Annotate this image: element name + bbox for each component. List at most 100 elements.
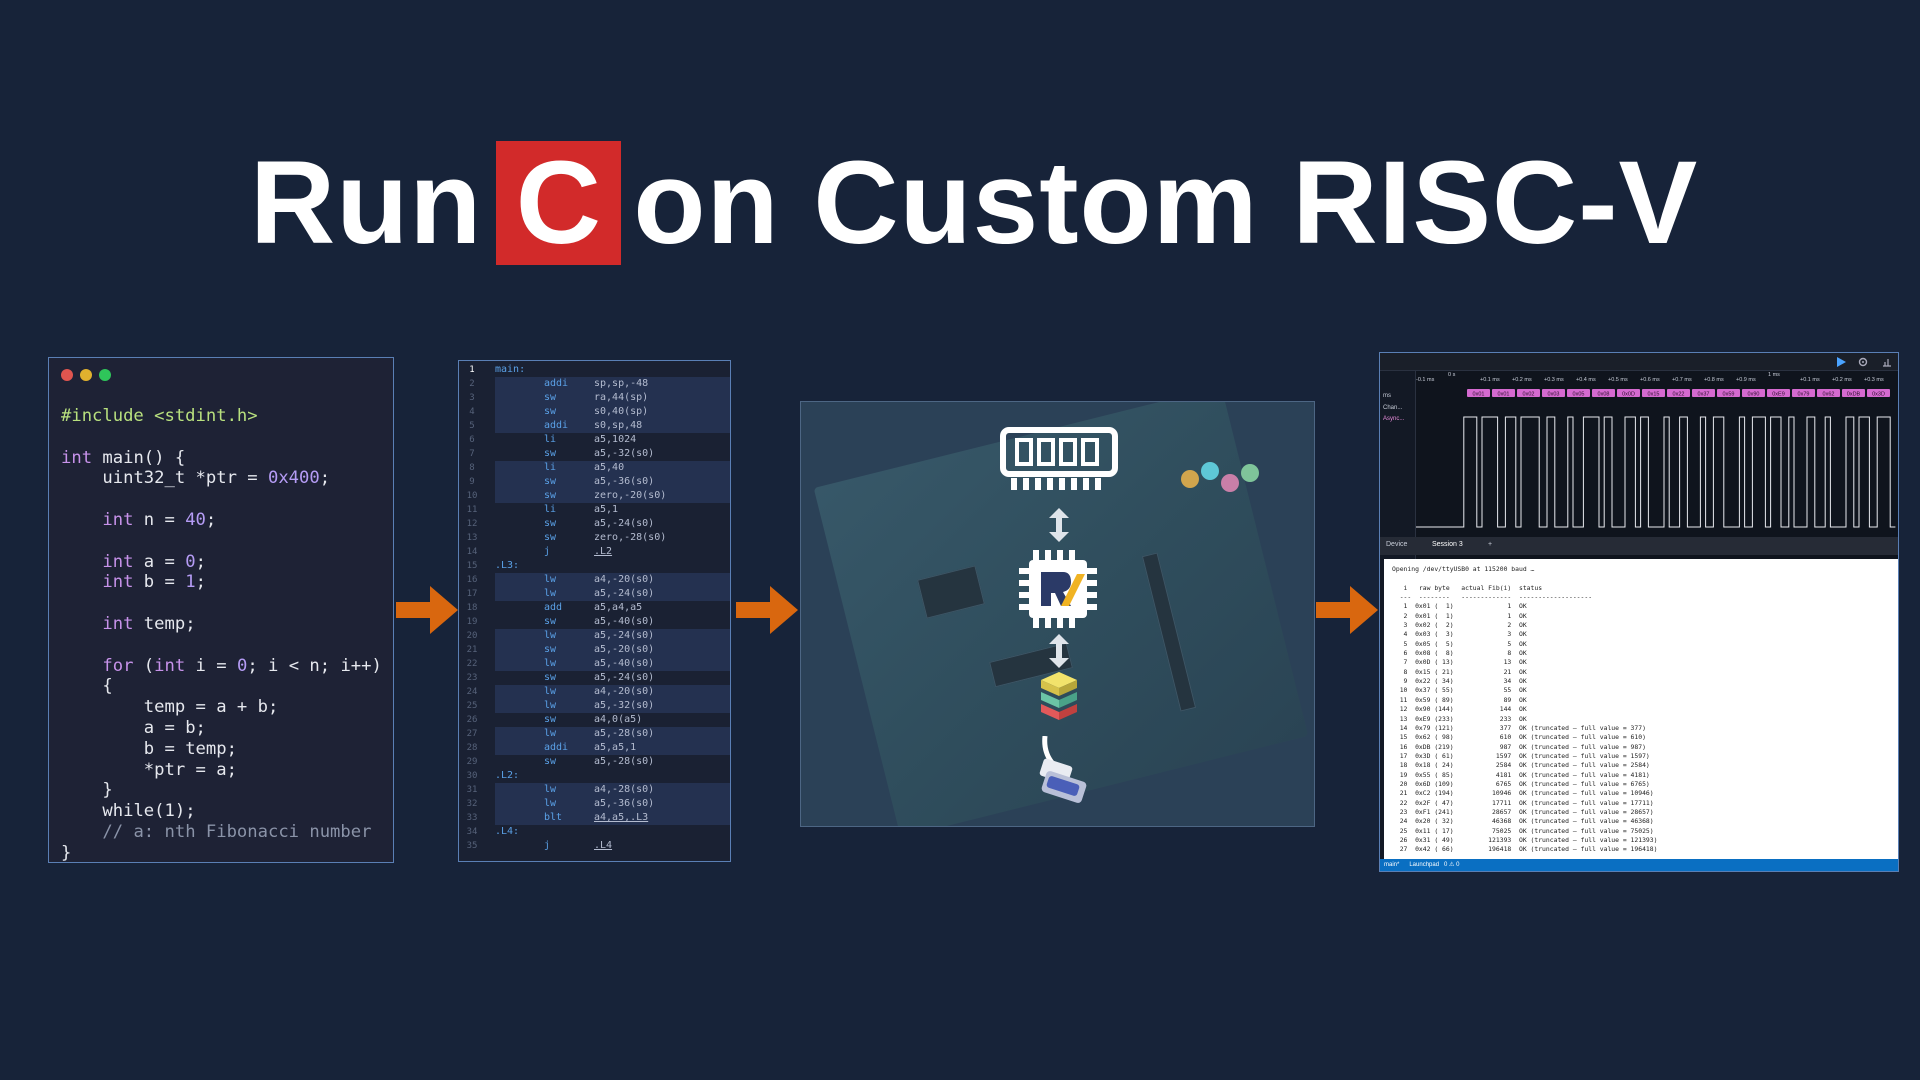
decoded-byte[interactable]: 0x79 xyxy=(1792,389,1815,398)
terminal-row: 13 0xE9 (233) 233 OK xyxy=(1392,714,1527,723)
gear-icon[interactable] xyxy=(1858,357,1868,367)
decoded-byte[interactable]: 0x15 xyxy=(1642,389,1665,398)
asm-operands: a4,a5,.L3 xyxy=(594,812,649,823)
code-line: uint32_t *ptr = xyxy=(102,468,268,489)
arrow-right-icon xyxy=(736,586,798,634)
line-number: 25 xyxy=(466,701,478,711)
terminal-row: 18 0x18 ( 24) 2584 OK (truncated – full … xyxy=(1392,761,1650,770)
code-number: 40 xyxy=(185,509,206,530)
asm-operands: a5,-28(s0) xyxy=(594,756,655,767)
asm-operands: a5,a5,1 xyxy=(594,742,637,753)
serial-signal-trace xyxy=(1416,416,1896,528)
chart-icon[interactable] xyxy=(1882,357,1892,367)
decoded-byte[interactable]: 0x03 xyxy=(1542,389,1565,398)
terminal-output[interactable]: Opening /dev/ttyUSB0 at 115200 baud … i … xyxy=(1384,559,1898,859)
decoded-byte[interactable]: 0x02 xyxy=(1517,389,1540,398)
decoded-byte[interactable]: 0x05 xyxy=(1567,389,1590,398)
table-header: i raw byte actual Fib(i) status xyxy=(1392,583,1543,592)
decoded-byte[interactable]: 0x0D xyxy=(1617,389,1640,398)
asm-label: .L3: xyxy=(495,560,520,571)
minimize-dot-icon[interactable] xyxy=(80,369,92,381)
tab-session[interactable]: Session 3 xyxy=(1432,541,1463,548)
asm-opcode: j xyxy=(544,546,551,557)
code-number: 0x400 xyxy=(267,468,320,489)
line-number: 6 xyxy=(469,435,475,445)
play-icon[interactable] xyxy=(1836,357,1846,367)
terminal-row: 5 0x05 ( 5) 5 OK xyxy=(1392,639,1527,648)
asm-operands: s0,sp,48 xyxy=(594,420,643,431)
asm-opcode: addi xyxy=(544,742,569,753)
asm-operands: a5,-32(s0) xyxy=(594,700,655,711)
decoded-byte[interactable]: 0x90 xyxy=(1742,389,1765,398)
asm-opcode: sw xyxy=(544,448,557,459)
asm-operands: a5,-36(s0) xyxy=(594,798,655,809)
decoded-byte[interactable]: 0x22 xyxy=(1667,389,1690,398)
line-number: 28 xyxy=(466,743,478,753)
decoded-byte[interactable]: 0x3D xyxy=(1867,389,1890,398)
time-tick-label: +0.3 ms xyxy=(1864,377,1884,383)
line-number: 24 xyxy=(466,687,478,697)
time-tick-label: +0.1 ms xyxy=(1800,377,1820,383)
maximize-dot-icon[interactable] xyxy=(99,369,111,381)
time-tick-label: +0.4 ms xyxy=(1576,377,1596,383)
asm-operands: a5,-24(s0) xyxy=(594,630,655,641)
line-number: 34 xyxy=(466,827,478,837)
asm-operands: a5,-32(s0) xyxy=(594,448,655,459)
time-tick-label: +0.7 ms xyxy=(1672,377,1692,383)
async-serial-label[interactable]: Async... xyxy=(1383,416,1405,422)
terminal-tabbar: Device Session 3 + xyxy=(1380,537,1898,555)
asm-operands: a5,1 xyxy=(594,504,619,515)
asm-label: main: xyxy=(495,364,526,375)
terminal-row: 19 0x55 ( 85) 4181 OK (truncated – full … xyxy=(1392,770,1650,779)
asm-operands: a5,-24(s0) xyxy=(594,588,655,599)
line-number: 4 xyxy=(469,407,475,417)
decoded-byte[interactable]: 0x37 xyxy=(1692,389,1715,398)
code-number: 0 xyxy=(236,655,248,676)
channel-label[interactable]: Chan... xyxy=(1383,405,1403,411)
terminal-row: 21 0xC2 (194) 10946 OK (truncated – full… xyxy=(1392,789,1654,798)
decoded-byte[interactable]: 0x59 xyxy=(1717,389,1740,398)
asm-opcode: sw xyxy=(544,644,557,655)
code-line: a = b; xyxy=(143,717,206,738)
close-dot-icon[interactable] xyxy=(61,369,73,381)
time-tick-label: +0.3 ms xyxy=(1544,377,1564,383)
terminal-row: 8 0x15 ( 21) 21 OK xyxy=(1392,667,1527,676)
asm-opcode: sw xyxy=(544,518,557,529)
asm-operands: a4,-20(s0) xyxy=(594,686,655,697)
decoded-byte[interactable]: 0x62 xyxy=(1817,389,1840,398)
analyzer-toolbar xyxy=(1380,353,1898,371)
decoded-byte[interactable]: 0x01 xyxy=(1492,389,1515,398)
asm-line-body: main: xyxy=(495,363,730,377)
code-line: } xyxy=(61,842,72,863)
asm-opcode: sw xyxy=(544,756,557,767)
terminal-row: 17 0x3D ( 61) 1597 OK (truncated – full … xyxy=(1392,751,1650,760)
decoded-byte[interactable]: 0xDB xyxy=(1842,389,1865,398)
decoded-byte[interactable]: 0x01 xyxy=(1467,389,1490,398)
decoded-byte[interactable]: 0x08 xyxy=(1592,389,1615,398)
tab-device[interactable]: Device xyxy=(1386,541,1408,548)
terminal-row: 24 0x20 ( 32) 46368 OK (truncated – full… xyxy=(1392,817,1654,826)
new-tab-button[interactable]: + xyxy=(1488,541,1493,548)
code-line: *ptr = a; xyxy=(143,759,237,780)
asm-line-body: j.L2 xyxy=(495,545,730,559)
decoded-byte[interactable]: 0xE9 xyxy=(1767,389,1790,398)
asm-operands: s0,40(sp) xyxy=(594,406,649,417)
